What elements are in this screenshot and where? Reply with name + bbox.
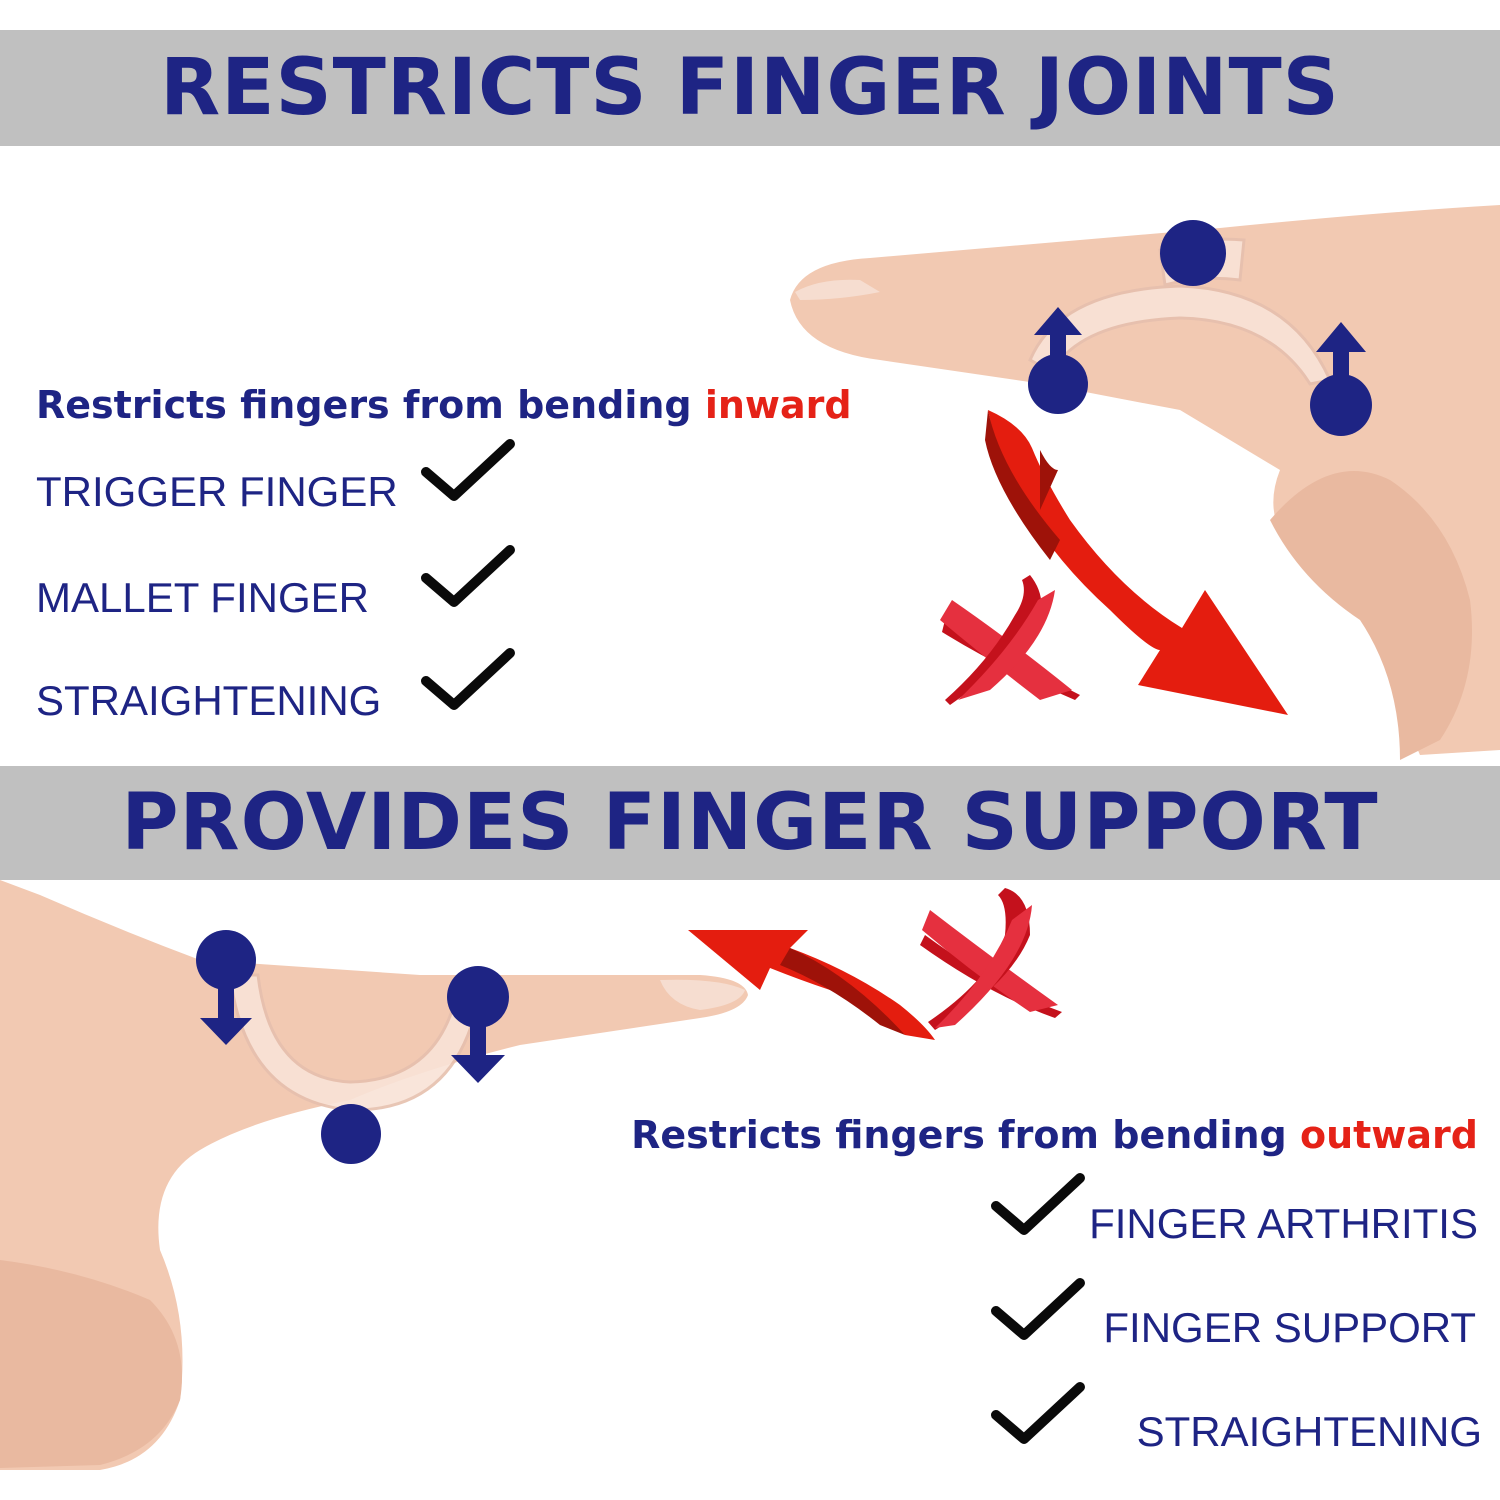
arrow-up-icon <box>1310 322 1372 436</box>
top-heading: Restricts fingers from bending inward <box>36 383 852 427</box>
bottom-banner: PROVIDES FINGER SUPPORT <box>0 766 1500 880</box>
top-finger-nail <box>795 279 880 300</box>
red-curved-arrow-icon <box>688 930 935 1040</box>
top-finger-curl <box>1270 471 1472 760</box>
top-banner-title: RESTRICTS FINGER JOINTS <box>160 43 1340 133</box>
bottom-item-finger-support: FINGER SUPPORT <box>1103 1304 1476 1351</box>
top-pressure-dot <box>1160 220 1226 286</box>
check-icon <box>421 648 515 710</box>
top-item-straightening: STRAIGHTENING <box>36 677 382 724</box>
red-x-icon <box>920 888 1062 1030</box>
top-item-trigger-finger: TRIGGER FINGER <box>36 468 398 515</box>
check-icon <box>991 1382 1085 1444</box>
check-icon <box>421 545 515 607</box>
top-banner: RESTRICTS FINGER JOINTS <box>0 30 1500 146</box>
top-heading-accent: inward <box>704 383 852 427</box>
bottom-heading-prefix: Restricts fingers from bending <box>631 1113 1300 1157</box>
bottom-hand <box>0 880 748 1470</box>
top-finger <box>790 205 1500 755</box>
top-item-mallet-finger: MALLET FINGER <box>36 574 369 621</box>
bottom-item-straightening: STRAIGHTENING <box>1136 1408 1482 1455</box>
bottom-finger-nail <box>660 979 745 1010</box>
arrow-down-icon <box>196 930 256 1045</box>
bottom-item-finger-arthritis: FINGER ARTHRITIS <box>1089 1200 1478 1247</box>
bottom-pressure-dot <box>321 1104 381 1164</box>
check-icon <box>991 1278 1085 1340</box>
bottom-heading-accent: outward <box>1299 1113 1478 1157</box>
bottom-banner-title: PROVIDES FINGER SUPPORT <box>121 778 1379 868</box>
arrow-down-icon <box>447 966 509 1083</box>
bottom-heading: Restricts fingers from bending outward <box>631 1113 1478 1157</box>
arrow-up-icon <box>1028 307 1088 414</box>
check-icon <box>991 1173 1085 1235</box>
red-curved-arrow-icon <box>988 410 1288 715</box>
red-x-icon <box>940 575 1080 705</box>
top-heading-prefix: Restricts fingers from bending <box>36 383 705 427</box>
check-icon <box>421 439 515 501</box>
